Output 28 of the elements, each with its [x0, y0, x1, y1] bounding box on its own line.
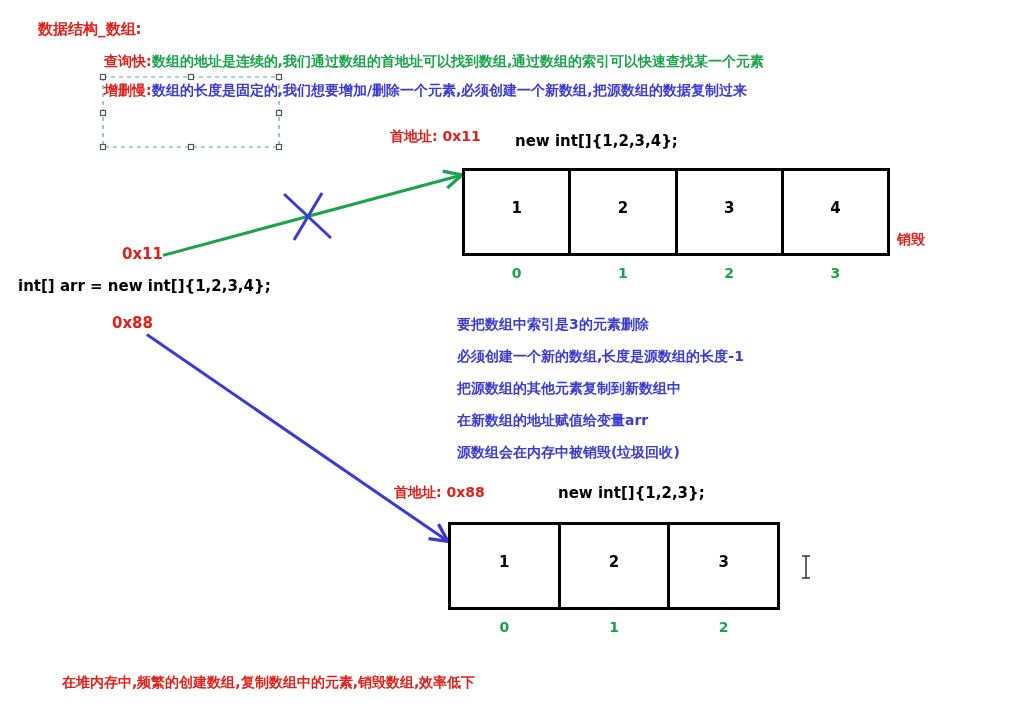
note-text: 必须创建一个新的数组,长度是源数组的长度-1	[457, 347, 744, 366]
summary-text: 在堆内存中,频繁的创建数组,复制数组中的元素,销毁数组,效率低下	[62, 673, 476, 692]
index-label: 3	[830, 264, 841, 283]
code-text: new int[]{1,2,3};	[558, 483, 705, 504]
term-label: 查询快:	[104, 52, 152, 71]
address-label: 首地址: 0x88	[394, 483, 485, 502]
index-label: 2	[724, 264, 734, 283]
description-text: 数组的地址是连续的,我们通过数组的首地址可以找到数组,通过数组的索引可以快速查找某一个元素	[151, 52, 765, 71]
index-label: 1	[618, 264, 628, 283]
arrow	[162, 169, 464, 257]
index-label: 0	[499, 618, 510, 637]
note-text: 把源数组的其他元素复制到新数组中	[457, 379, 681, 398]
annotation-text: 销毁	[897, 230, 925, 249]
term-label: 增删慢:	[104, 81, 152, 100]
index-label: 2	[718, 618, 729, 637]
note-text: 要把数组中索引是3的元素删除	[457, 315, 649, 334]
arrow	[146, 333, 450, 543]
code-text: int[] arr = new int[]{1,2,3,4};	[18, 276, 271, 297]
note-text: 源数组会在内存中被销毁(垃圾回收)	[457, 443, 680, 462]
address-text: 0x88	[112, 312, 153, 335]
address-text: 0x11	[122, 243, 163, 266]
address-label: 首地址: 0x11	[390, 127, 481, 146]
index-label: 1	[609, 618, 619, 637]
description-text: 数组的长度是固定的,我们想要增加/删除一个元素,必须创建一个新数组,把源数组的数据复制过来	[151, 81, 747, 100]
heading: 数据结构_数组:	[38, 19, 142, 40]
note-text: 在新数组的地址赋值给变量arr	[457, 411, 649, 430]
code-text: new int[]{1,2,3,4};	[515, 131, 678, 152]
index-label: 0	[511, 264, 522, 283]
